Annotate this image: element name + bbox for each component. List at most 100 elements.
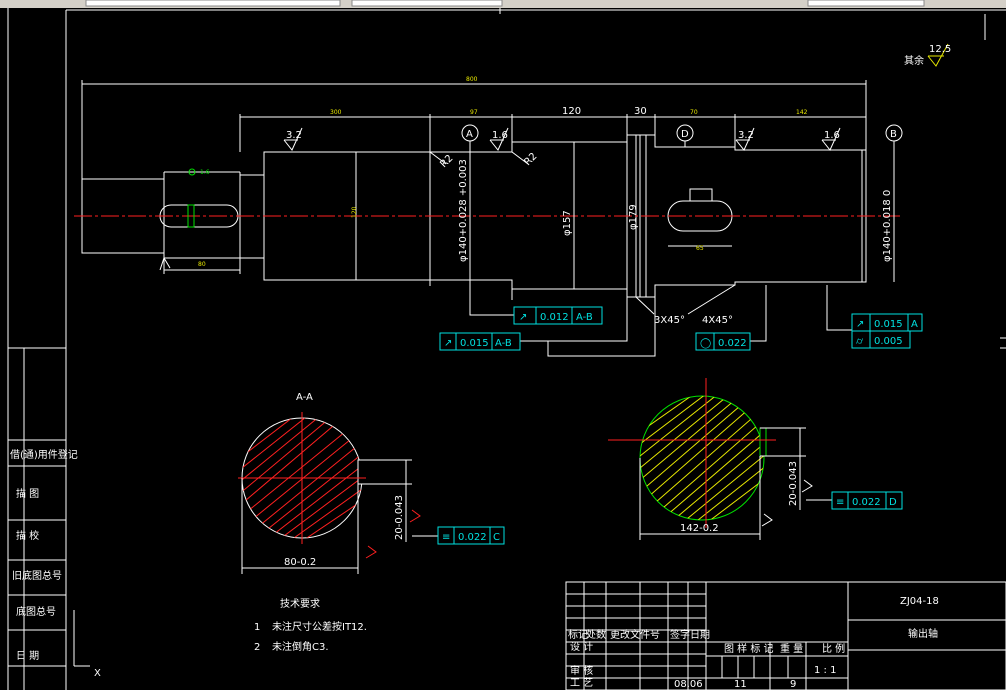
tb-designer-3: 工 艺 [570,677,593,689]
tb-row-label-3: 更改文件号 [610,628,660,641]
radius-2: R2 [522,151,539,168]
tol6-value: 0.022 [458,532,487,543]
tb-designer-2: 审 核 [570,664,593,677]
tol1-symbol: ↗ [519,312,527,323]
drawing-number: ZJ04-18 [900,596,939,607]
datum-d: D [681,129,689,140]
section-right-key: 20-0.043 [788,461,799,506]
chamfer-4x45: 4X45° [702,315,733,326]
tol5-value: 0.005 [874,336,903,347]
toolbar-strip [0,0,1006,8]
section-left-width: 80-0.2 [284,557,316,568]
dim-30: 30 [634,106,647,117]
roughness-1: 3.2 [286,130,302,141]
tech-req-2-num: 2 [254,642,260,653]
dim-70: 70 [690,109,698,116]
keyway-dimensions [163,245,732,274]
tolerance-box-1 [513,306,603,325]
dim-120: 120 [562,106,581,117]
diameter-140b: φ140+0.018 0 [882,190,893,262]
roughness-5: 1.6 [200,169,210,176]
left-label-6: 日 期 [16,650,39,662]
roughness-2: 1.6 [492,130,508,141]
tol4-ref: A [911,319,918,330]
tech-req-1-num: 1 [254,622,260,633]
tb-sheet: 11 [734,679,747,690]
tolerance-leaders [469,280,852,357]
left-column-table [8,347,66,690]
diameter-157: φ157 [562,210,573,236]
left-label-2: 描 图 [16,487,39,500]
tb-sheets-total: 9 [790,679,796,690]
section-dimensions [239,114,866,152]
diameter-dimensions [429,135,895,297]
dim-97: 97 [470,109,478,116]
tol4-symbol: ↗ [856,319,864,330]
tb-row-label-4: 签字 [670,628,690,641]
tolerance-box-2 [439,332,521,351]
roughness-4: 1.6 [824,130,840,141]
toolbar-field[interactable] [85,0,341,7]
tb-stage-3: 比 例 [822,642,845,655]
ucs-icon [73,610,90,667]
left-label-1: 借(通)用件登记 [10,448,78,461]
tb-stage-1: 图 样 标 记 [724,642,774,655]
tb-date: 08.06 [674,679,703,690]
tol7-value: 0.022 [852,497,881,508]
tol3-symbol: ◯ [700,338,711,349]
tb-designer-1: 设 计 [570,640,593,653]
toolbar-field[interactable] [807,0,925,7]
tol4-value: 0.015 [874,319,903,330]
part-name: 输出轴 [908,627,938,640]
title-block [565,581,1006,690]
tb-row-label-1: 标记 [568,629,588,641]
tolerance-box-c [412,526,505,545]
roughness-general-label: 其余 [904,54,924,67]
tolerance-box-4 [851,313,923,349]
left-label-3: 描 校 [16,529,39,542]
roughness-3: 3.2 [738,130,754,141]
tech-req-1-text: 未注尺寸公差按IT12. [272,620,367,633]
radius-1: R2 [438,153,455,170]
ucs-x-label: X [94,668,101,679]
tol7-ref: D [889,497,897,508]
section-right-width: 142-0.2 [680,523,719,534]
datum-b: B [890,129,897,140]
left-label-5: 底图总号 [16,605,56,618]
tol7-symbol: ≡ [836,497,844,508]
chamfer-3x45: 3X45° [654,315,685,326]
tol2-symbol: ↗ [444,338,452,349]
overall-dimension [81,80,867,180]
dim-120b: 120 [351,206,358,218]
tol2-ref: A-B [495,338,512,349]
section-aa-label: A-A [296,392,313,403]
datum-markers [461,124,903,152]
roughness-marks [159,127,841,271]
selection-grips [187,168,196,228]
tech-requirements-title: 技术要求 [280,597,320,610]
toolbar-field[interactable] [351,0,503,7]
dim-300: 300 [330,109,342,116]
tb-row-label-5: 日期 [690,629,710,641]
roughness-general-value: 12.5 [929,44,951,55]
dim-142: 142 [796,109,808,116]
diameter-179: φ179 [628,204,639,230]
tol1-ref: A-B [576,312,593,323]
tol3-value: 0.022 [718,338,747,349]
tol6-ref: C [493,532,500,543]
section-left-key: 20-0.043 [394,495,405,540]
tol5-symbol: ⌭ [856,336,864,347]
roughness-symbol-general [927,43,949,67]
dim-80: 80 [198,261,206,268]
dim-total-length: 800 [466,76,478,83]
tol6-symbol: ≡ [442,532,450,543]
tol1-value: 0.012 [540,312,569,323]
dim-65: 65 [696,245,704,252]
tb-scale: 1 : 1 [814,665,836,676]
tb-stage-2: 重 量 [780,642,803,655]
tolerance-box-3 [695,332,751,351]
tb-row-label-2: 处数 [586,628,606,641]
